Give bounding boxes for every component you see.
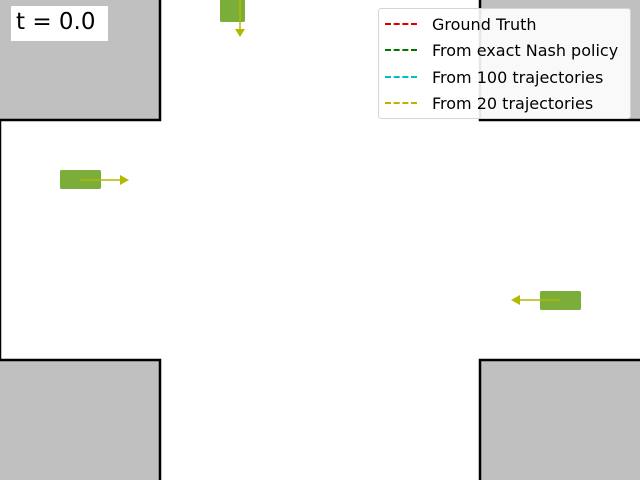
legend-swatch-exact-nash	[385, 49, 417, 51]
corner-block-bottom-right	[480, 360, 640, 480]
vehicle-east-body	[540, 291, 581, 310]
time-label: t = 0.0	[16, 9, 96, 35]
legend-label-100-trajectories: From 100 trajectories	[432, 68, 604, 87]
legend-label-exact-nash: From exact Nash policy	[432, 41, 619, 60]
curb-bottom-left	[0, 358, 162, 480]
vehicle-east	[511, 291, 581, 310]
legend-swatch-20-trajectories	[385, 102, 417, 104]
vehicle-west-arrowhead	[120, 175, 129, 185]
legend-label-20-trajectories: From 20 trajectories	[432, 94, 594, 113]
legend: Ground Truth From exact Nash policy From…	[378, 8, 631, 119]
legend-item-exact-nash: From exact Nash policy	[379, 38, 630, 60]
legend-item-20-trajectories: From 20 trajectories	[379, 91, 630, 113]
corner-block-bottom-left	[0, 360, 160, 480]
legend-swatch-100-trajectories	[385, 76, 417, 78]
legend-swatch-ground-truth	[385, 23, 417, 25]
vehicle-north-body	[220, 0, 245, 22]
legend-item-100-trajectories: From 100 trajectories	[379, 65, 630, 87]
vehicle-north	[220, 0, 245, 37]
legend-item-ground-truth: Ground Truth	[379, 12, 630, 34]
vehicle-north-arrowhead	[235, 29, 245, 37]
vehicle-east-arrowhead	[511, 295, 520, 305]
curb-top-left	[0, 0, 162, 122]
time-display: t = 0.0	[11, 6, 108, 41]
curb-bottom-right	[478, 358, 640, 480]
legend-label-ground-truth: Ground Truth	[432, 15, 537, 34]
vehicle-west	[60, 170, 129, 189]
